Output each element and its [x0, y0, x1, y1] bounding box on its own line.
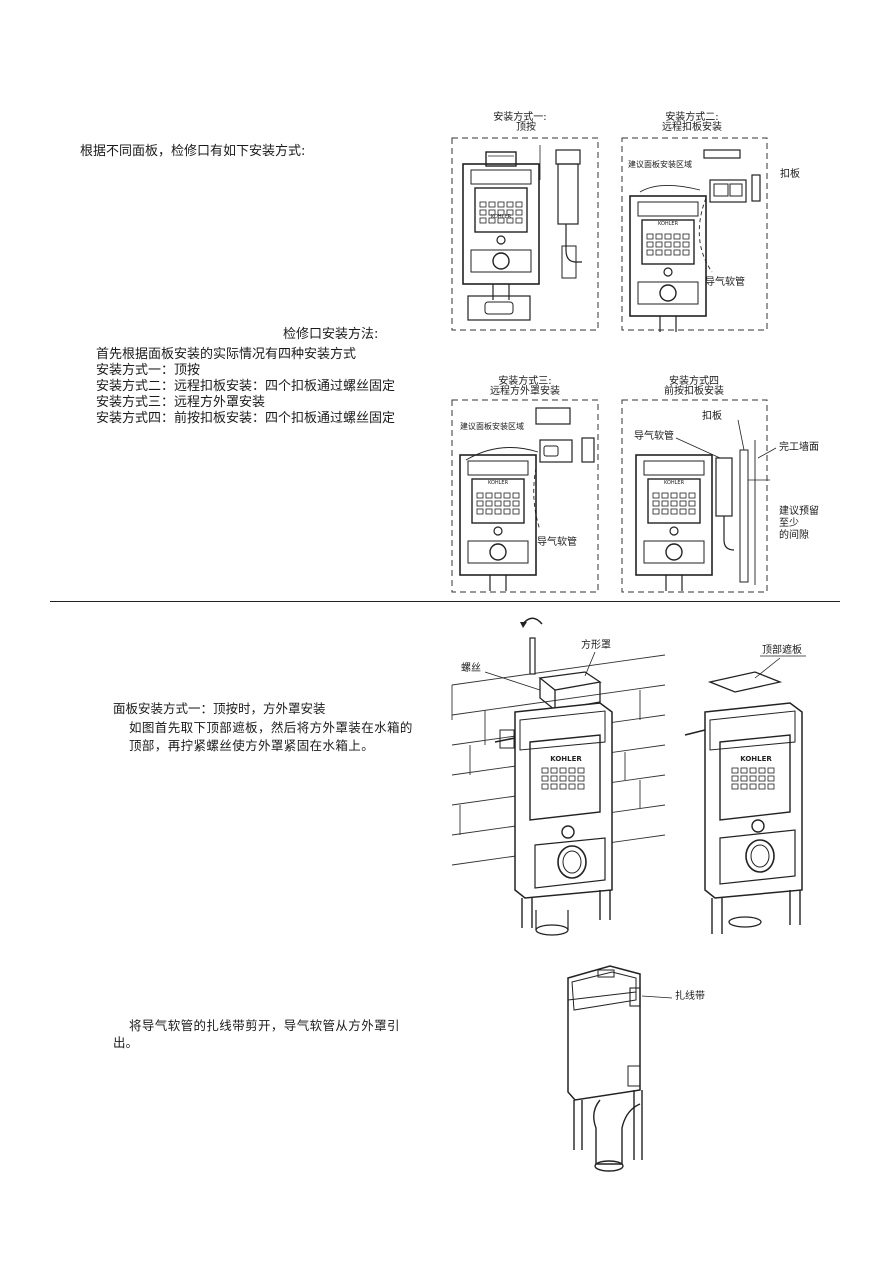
step2-tie-label: 扎线带: [675, 991, 705, 1002]
fig4-gap-label-2: 至少: [779, 518, 799, 529]
method-line-0: 首先根据面板安装的实际情况有四种安装方式: [96, 347, 357, 362]
method-line-4: 安装方式四：前按扣板安装：四个扣板通过螺丝固定: [96, 411, 396, 426]
fig4-gap-label-1: 建议预留: [779, 506, 819, 517]
section-divider: [50, 601, 840, 602]
fig4-illustration: KOHLER: [621, 399, 777, 593]
svg-text:KOHLER: KOHLER: [664, 480, 685, 486]
method-title: 检修口安装方法:: [283, 327, 379, 342]
step1-screw-label: 螺丝: [461, 663, 481, 674]
fig3-tube-label: 导气软管: [537, 537, 577, 548]
fig4-tube-label: 导气软管: [634, 431, 674, 442]
fig1-title-1: 安装方式一:: [493, 112, 547, 123]
step1-body-1: 如图首先取下顶部遮板，然后将方外罩装在水箱的: [129, 720, 413, 735]
fig2-title-2: 远程扣板安装: [662, 122, 722, 133]
fig4-title-1: 安装方式四: [669, 376, 719, 387]
fig2-tube-label: 导气软管: [705, 277, 745, 288]
step2-illustration: [567, 965, 673, 1172]
fig3-title-1: 安装方式三:: [498, 376, 552, 387]
fig1-illustration: KOHLER: [451, 137, 599, 331]
svg-text:KOHLER: KOHLER: [740, 755, 772, 763]
method-line-1: 安装方式一：顶按: [96, 363, 201, 378]
fig3-area-label: 建议面板安装区域: [460, 422, 524, 431]
step1-body-2: 顶部，再拧紧螺丝使方外罩紧固在水箱上。: [129, 738, 375, 753]
fig2-area-label: 建议面板安装区域: [628, 160, 692, 169]
method-line-3: 安装方式三：远程方外罩安装: [96, 395, 266, 410]
step1-title: 面板安装方式一：顶按时，方外罩安装: [113, 701, 326, 716]
svg-text:KOHLER: KOHLER: [658, 221, 679, 227]
step2-body-1: 将导气软管的扎线带剪开，导气软管从方外罩引: [129, 1018, 400, 1033]
svg-text:KOHLER: KOHLER: [488, 480, 509, 486]
fig1-title-2: 顶按: [516, 122, 536, 133]
step1-top-plate-label: 顶部遮板: [762, 645, 802, 656]
step1-cover-label: 方形罩: [581, 640, 611, 651]
step2-body-2: 出。: [113, 1035, 139, 1050]
svg-text:KOHLER: KOHLER: [491, 214, 512, 220]
fig3-title-2: 远程方外罩安装: [490, 386, 560, 397]
svg-text:KOHLER: KOHLER: [550, 755, 582, 763]
fig4-wall-label: 完工墙面: [779, 442, 819, 453]
intro-heading: 根据不同面板，检修口有如下安装方式:: [80, 144, 306, 159]
fig2-plate-label: 扣板: [780, 169, 800, 180]
fig2-title-1: 安装方式二:: [665, 112, 719, 123]
fig4-title-2: 前按扣板安装: [664, 386, 724, 397]
fig4-plate-label: 扣板: [702, 411, 722, 422]
fig4-gap-label-3: 的间隙: [779, 530, 809, 541]
method-line-2: 安装方式二：远程扣板安装：四个扣板通过螺丝固定: [96, 379, 396, 394]
step1-illustration: KOHLER KOHLER: [451, 617, 806, 936]
